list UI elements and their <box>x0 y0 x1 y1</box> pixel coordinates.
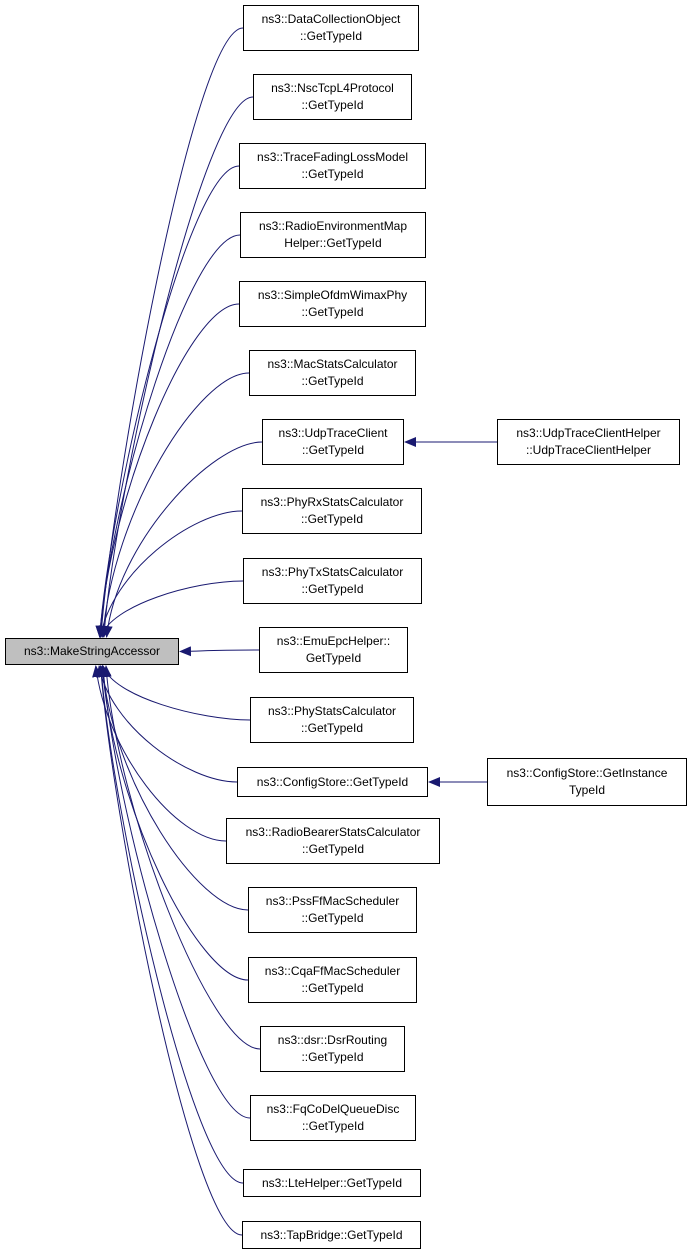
edge-n6-to-root <box>102 441 263 638</box>
node-label-line: ::UdpTraceClientHelper <box>526 443 651 457</box>
node-label-line: TypeId <box>568 783 606 797</box>
edge-n10-to-root <box>101 665 251 721</box>
node-udp-trace-client-helper[interactable]: ns3::UdpTraceClientHelper::UdpTraceClien… <box>497 419 680 465</box>
node-pss-ff-mac-scheduler[interactable]: ns3::PssFfMacScheduler::GetTypeId <box>248 887 417 933</box>
node-label-line: Helper::GetTypeId <box>284 236 382 250</box>
node-label-line: ns3::ConfigStore::GetInstance <box>506 766 668 780</box>
node-make-string-accessor[interactable]: ns3::MakeStringAccessor <box>5 638 179 665</box>
node-label-line: ns3::SimpleOfdmWimaxPhy <box>257 288 408 302</box>
node-label-line: ns3::MacStatsCalculator <box>267 357 398 371</box>
edge-n8-to-root <box>99 580 244 638</box>
node-label-line: ::GetTypeId <box>301 167 364 181</box>
node-tap-bridge[interactable]: ns3::TapBridge::GetTypeId <box>242 1221 421 1249</box>
edge-n2-to-root <box>95 165 240 638</box>
node-mac-stats-calculator[interactable]: ns3::MacStatsCalculator::GetTypeId <box>249 350 416 396</box>
node-label-line: ::GetTypeId <box>301 374 364 388</box>
node-label-line: ns3::PssFfMacScheduler <box>265 894 400 908</box>
node-trace-fading-loss-model[interactable]: ns3::TraceFadingLossModel::GetTypeId <box>239 143 426 189</box>
node-dsr-routing[interactable]: ns3::dsr::DsrRouting::GetTypeId <box>260 1026 405 1072</box>
edge-n9-to-root <box>179 646 260 657</box>
node-label-line: ::GetTypeId <box>300 721 364 735</box>
node-cqa-ff-mac-scheduler[interactable]: ns3::CqaFfMacScheduler::GetTypeId <box>248 957 417 1003</box>
node-label-line: ::GetTypeId <box>301 98 364 112</box>
edge-n5-to-root <box>98 372 250 638</box>
edge-n7-to-root <box>97 510 243 638</box>
node-label-line: ns3::TraceFadingLossModel <box>257 150 408 164</box>
node-emu-epc-helper[interactable]: ns3::EmuEpcHelper::GetTypeId <box>259 627 408 673</box>
node-label-line: ::GetTypeId <box>301 443 365 457</box>
node-label-line: ns3::UdpTraceClient <box>278 426 388 440</box>
node-label-line: ns3::TapBridge::GetTypeId <box>260 1227 403 1242</box>
node-label-line: ns3::dsr::DsrRouting <box>277 1033 388 1047</box>
node-phy-stats-calculator[interactable]: ns3::PhyStatsCalculator::GetTypeId <box>250 697 414 743</box>
node-radio-bearer-stats-calculator[interactable]: ns3::RadioBearerStatsCalculator::GetType… <box>226 818 440 864</box>
edge-n14-to-root <box>98 665 249 981</box>
node-label-line: ns3::PhyTxStatsCalculator <box>261 565 404 579</box>
node-label-line: ns3::CqaFfMacScheduler <box>264 964 401 978</box>
node-label-line: ns3::EmuEpcHelper:: <box>276 634 391 648</box>
node-label-line: ns3::LteHelper::GetTypeId <box>261 1175 403 1190</box>
edge-n13-to-root <box>98 665 249 911</box>
node-label-line: ns3::FqCoDelQueueDisc <box>266 1102 400 1116</box>
node-label-line: ::GetTypeId <box>300 512 364 526</box>
node-label-line: ::GetTypeId <box>301 981 364 995</box>
node-label-line: ::GetTypeId <box>301 842 365 856</box>
node-label-line: ns3::PhyStatsCalculator <box>267 704 397 718</box>
node-label-line: GetTypeId <box>305 651 362 665</box>
node-fq-codel-queue-disc[interactable]: ns3::FqCoDelQueueDisc::GetTypeId <box>250 1095 416 1141</box>
node-label-line: ::GetTypeId <box>301 1119 365 1133</box>
node-label-line: ::GetTypeId <box>301 911 364 925</box>
node-nsc-tcp-l4-protocol[interactable]: ns3::NscTcpL4Protocol::GetTypeId <box>253 74 412 120</box>
edge-n16-to-root <box>98 665 251 1119</box>
edge-n11-to-root <box>96 665 238 783</box>
node-label-line: ns3::UdpTraceClientHelper <box>516 426 661 440</box>
node-label-line: ns3::RadioEnvironmentMap <box>258 219 408 233</box>
edge-n15-to-root <box>101 665 261 1050</box>
node-udp-trace-client[interactable]: ns3::UdpTraceClient::GetTypeId <box>262 419 404 465</box>
edge-n4-to-root <box>95 303 240 638</box>
node-phy-tx-stats-calculator[interactable]: ns3::PhyTxStatsCalculator::GetTypeId <box>243 558 422 604</box>
node-simple-ofdm-wimax-phy[interactable]: ns3::SimpleOfdmWimaxPhy::GetTypeId <box>239 281 426 327</box>
node-label-line: ns3::NscTcpL4Protocol <box>271 81 394 95</box>
node-config-store-get-type-id[interactable]: ns3::ConfigStore::GetTypeId <box>237 767 428 797</box>
node-label-line: ns3::ConfigStore::GetTypeId <box>256 774 409 789</box>
node-label-line: ns3::PhyRxStatsCalculator <box>260 495 404 509</box>
node-phy-rx-stats-calculator[interactable]: ns3::PhyRxStatsCalculator::GetTypeId <box>242 488 422 534</box>
node-data-collection-object[interactable]: ns3::DataCollectionObject::GetTypeId <box>243 5 419 51</box>
node-lte-helper[interactable]: ns3::LteHelper::GetTypeId <box>243 1169 421 1197</box>
edge-n17-to-root <box>96 665 244 1184</box>
node-label-line: ::GetTypeId <box>301 1050 364 1064</box>
node-label-line: ::GetTypeId <box>299 29 363 43</box>
node-label-line: ns3::RadioBearerStatsCalculator <box>245 825 421 839</box>
node-label-line: ns3::DataCollectionObject <box>261 12 401 26</box>
node-label-line: ::GetTypeId <box>301 582 364 596</box>
node-label-line: ::GetTypeId <box>301 305 364 319</box>
edge-n12-to-root <box>92 665 227 842</box>
edge-n18-to-root <box>96 665 243 1236</box>
node-label-line: ns3::MakeStringAccessor <box>23 644 161 658</box>
edge-n1-to-root <box>99 96 254 638</box>
